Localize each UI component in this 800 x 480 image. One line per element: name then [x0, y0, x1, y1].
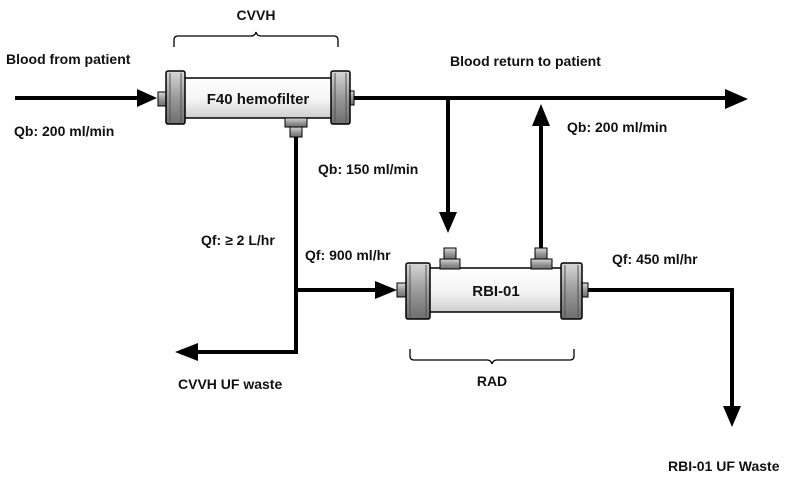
cvvh-waste-label: CVVH UF waste: [178, 376, 282, 392]
rbi-filtrate-inlet-line: [296, 281, 397, 299]
rbi-uf-line: [586, 288, 741, 427]
rbi-waste-label: RBI-01 UF Waste: [668, 458, 780, 474]
qb-outlet-label: Qb: 200 ml/min: [567, 119, 667, 135]
cvvh-label: CVVH: [237, 7, 276, 23]
blood-return-label: Blood return to patient: [450, 53, 601, 69]
blood-return-line: [354, 89, 748, 109]
blood-from-patient-label: Blood from patient: [6, 51, 131, 67]
f40-hemofilter: F40 hemofilter: [157, 70, 355, 138]
qf-rbi-label: Qf: 450 ml/hr: [612, 251, 698, 267]
qb-branch-label: Qb: 150 ml/min: [318, 161, 418, 177]
qf-cvvh-label: Qf: ≥ 2 L/hr: [201, 232, 275, 248]
hemofilter-label: F40 hemofilter: [207, 91, 310, 108]
rad-brace: [409, 349, 575, 365]
rad-label: RAD: [477, 373, 507, 389]
rbi-inlet-branch: [439, 98, 457, 233]
blood-inlet-line: [15, 89, 157, 107]
cvvh-uf-line: [175, 137, 298, 361]
rbi-label: RBI-01: [472, 283, 520, 300]
rbi-01-device: RBI-01: [396, 247, 589, 320]
rbi-return-branch: [532, 104, 550, 248]
qf-branch-label: Qf: 900 ml/hr: [305, 247, 391, 263]
cvvh-brace: [173, 31, 339, 47]
qb-inlet-label: Qb: 200 ml/min: [14, 123, 114, 139]
